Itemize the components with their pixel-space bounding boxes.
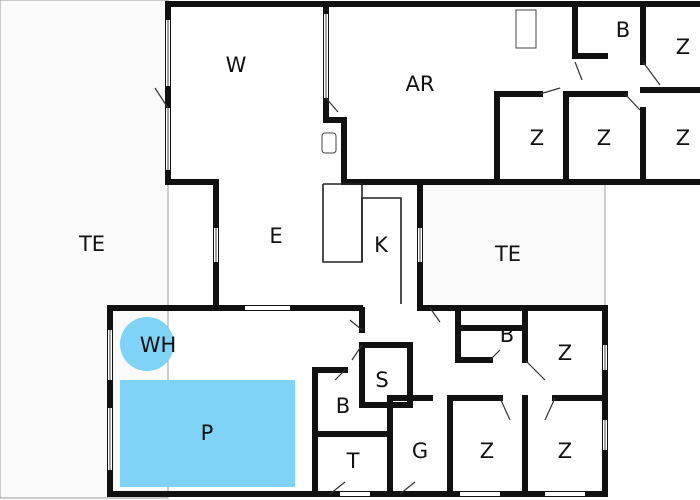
label-bedroom-bottom-1: Z bbox=[558, 341, 572, 365]
label-bedroom-top-1: Z bbox=[530, 126, 544, 150]
label-bath-pool: B bbox=[336, 394, 350, 418]
label-hall: E bbox=[269, 224, 282, 248]
kitchen-counter bbox=[322, 183, 402, 304]
terrace-middle-area bbox=[419, 183, 606, 307]
label-work-room: AR bbox=[406, 72, 435, 96]
label-bedroom-bottom-2: Z bbox=[480, 439, 494, 463]
fixture-box bbox=[321, 132, 337, 154]
label-sauna: S bbox=[375, 368, 388, 392]
label-toilet: T bbox=[346, 449, 360, 473]
windows bbox=[108, 14, 607, 496]
whirlpool bbox=[120, 317, 174, 371]
doors bbox=[154, 61, 661, 495]
appliance-box bbox=[515, 9, 537, 49]
label-whirlpool: WH bbox=[140, 333, 177, 357]
label-bedroom-top-3: Z bbox=[676, 35, 690, 59]
label-pool: P bbox=[201, 421, 214, 445]
label-terrace-middle: TE bbox=[494, 242, 521, 266]
room-labels: TE W E K AR B Z Z Z Z TE WH P S B T G B … bbox=[78, 18, 690, 473]
label-bedroom-top-4: Z bbox=[676, 126, 690, 150]
label-garage: G bbox=[412, 439, 428, 463]
pool bbox=[120, 380, 295, 487]
label-terrace-left: TE bbox=[78, 232, 105, 256]
label-living: W bbox=[226, 53, 247, 77]
label-bath-top: B bbox=[616, 18, 630, 42]
label-kitchen: K bbox=[374, 233, 389, 257]
label-bedroom-bottom-3: Z bbox=[558, 439, 572, 463]
label-bath-bottom: B bbox=[500, 323, 514, 347]
label-bedroom-top-2: Z bbox=[597, 126, 611, 150]
